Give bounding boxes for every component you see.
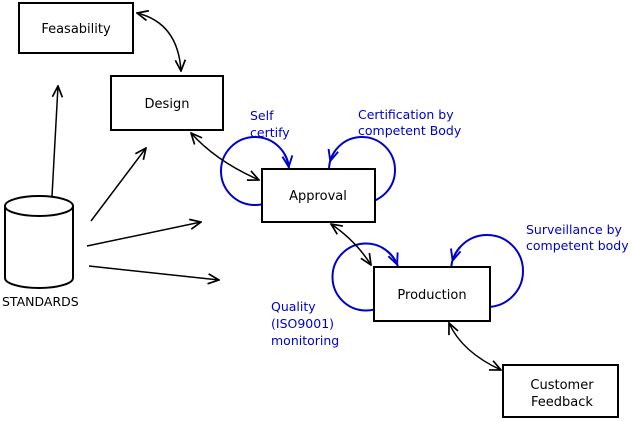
annotation-labels: Self certify Certification by competent … [250,107,629,348]
customer-feedback-label-line2: Feedback [531,395,593,410]
node-design: Design [110,75,224,131]
flow-arrows [51,13,501,370]
node-standards: STANDARDS [2,195,79,309]
approval-label: Approval [289,189,347,204]
certification-arrowhead [330,151,335,161]
arrow-design-approval [191,133,259,180]
arrow-standards-production [88,265,219,280]
quality-label-line3: monitoring [271,333,339,348]
arrow-standards-design [90,148,146,222]
arrow-standards-feasability [51,86,58,197]
standards-label: STANDARDS [2,294,79,309]
standards-cylinder-body [4,206,74,289]
production-label: Production [397,288,466,303]
approval-box [261,168,376,223]
arrow-approval-production [331,224,371,265]
node-customer-feedback: Customer Feedback [502,364,619,418]
self-certify-label-line1: Self [250,108,274,123]
quality-label-line1: Quality [271,299,316,314]
surveillance-label-line1: Surveillance by [526,222,623,237]
surveillance-label-line2: competent body [526,238,629,253]
arrow-standards-approval [86,222,201,247]
self-certify-arrowhead [284,153,288,167]
certification-label-line2: competent Body [358,123,462,138]
design-label: Design [145,97,190,112]
standards-cylinder-top [4,195,74,217]
node-approval: Approval [261,168,376,223]
node-production: Production [373,266,491,322]
self-certify-label-line2: certify [250,125,290,140]
quality-arrowhead [386,250,398,264]
design-box [110,75,224,131]
node-feasability: Feasability [18,2,134,54]
production-box [373,266,491,322]
customer-feedback-label-line1: Customer [530,378,594,393]
quality-label-line2: (ISO9001) [271,316,334,331]
feasability-label: Feasability [41,22,111,37]
feasability-box [18,2,134,54]
surveillance-arrowhead [453,246,461,261]
self-loop-arrowheads [284,151,460,264]
arrow-production-customer-feedback [449,323,501,370]
arrow-feasability-design [137,13,181,71]
certification-label-line1: Certification by [358,107,454,122]
customer-feedback-box [502,364,619,418]
